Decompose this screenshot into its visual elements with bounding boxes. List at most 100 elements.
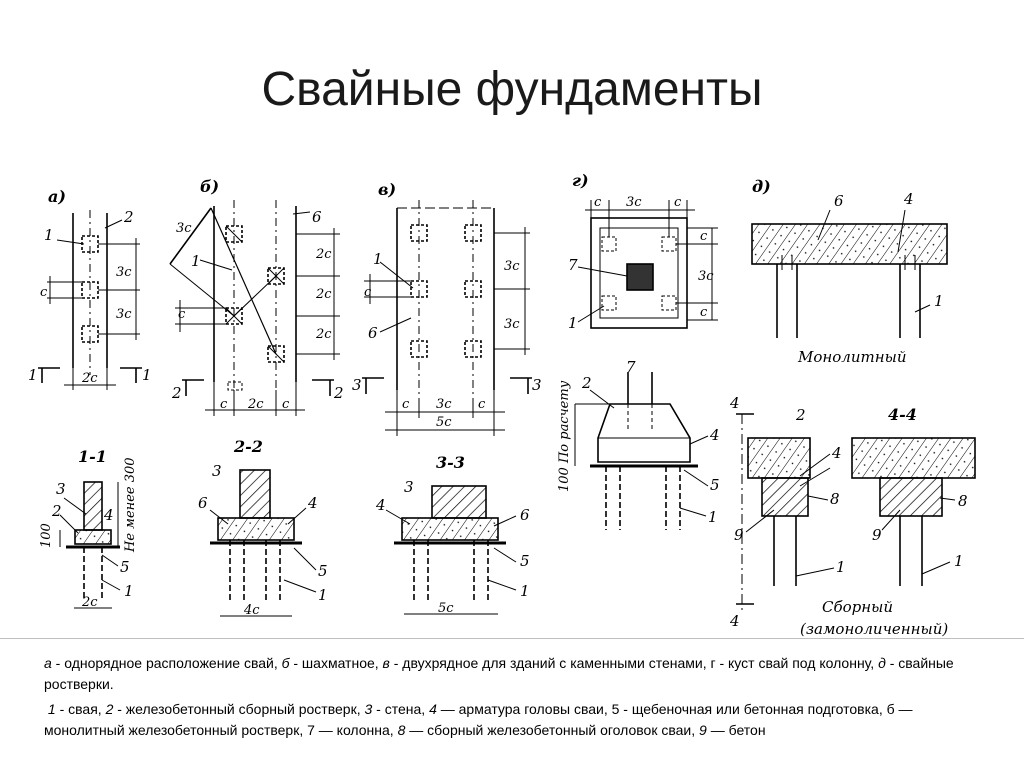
callout-33-6: 6 bbox=[520, 506, 530, 524]
dim-33-5c: 5c bbox=[438, 601, 454, 616]
caption-line-1: а - однорядное расположение свай, б - ша… bbox=[44, 653, 994, 695]
legend-n4: 4 bbox=[429, 701, 437, 717]
dim-g-c-3: c bbox=[700, 229, 708, 244]
cut-mark-prefab-top: 4 bbox=[729, 394, 740, 412]
caption-a: а bbox=[44, 655, 52, 671]
legend-t4: — арматура головы сваи, 5 - щебеночная и… bbox=[44, 701, 913, 738]
cut-mark-b-left: 2 bbox=[171, 384, 182, 402]
dim-g-c-1: c bbox=[594, 195, 602, 210]
panel-b-plan bbox=[169, 200, 340, 416]
legend-t2: - железобетонный сборный ростверк, bbox=[113, 701, 365, 717]
section-label-4-4: 4-4 bbox=[888, 405, 917, 424]
note-monolithic: Монолитный bbox=[797, 348, 907, 366]
callout-22-4: 4 bbox=[307, 494, 318, 512]
dim-11-2c: 2c bbox=[81, 595, 98, 610]
callout-22-6: 6 bbox=[198, 494, 208, 512]
callout-pl-9: 9 bbox=[734, 526, 744, 544]
caption-v: в bbox=[382, 655, 390, 671]
dim-v-3c-2: 3c bbox=[504, 317, 520, 332]
legend-t3: - стена, bbox=[372, 701, 430, 717]
callout-33-5: 5 bbox=[520, 552, 530, 570]
callout-pl-8: 8 bbox=[830, 490, 840, 508]
callout-gs-5: 5 bbox=[710, 476, 720, 494]
dim-v-3c-bottom: 3c bbox=[436, 397, 452, 412]
caption-b: б bbox=[281, 655, 290, 671]
dim-v-c: c bbox=[364, 285, 372, 300]
legend-t1: - свая, bbox=[55, 701, 106, 717]
dim-a-3c-2: 3c bbox=[116, 307, 132, 322]
prefab-section-left bbox=[736, 413, 835, 612]
dim-g-3c-side: 3c bbox=[698, 269, 714, 284]
panel-v-plan bbox=[362, 200, 532, 436]
cut-mark-a-right: 1 bbox=[142, 366, 152, 384]
callout-gs-2: 2 bbox=[581, 374, 592, 392]
dim-11-not-less-300: Не менее 300 bbox=[123, 457, 138, 553]
caption-line-2: 1 - свая, 2 - железобетонный сборный рос… bbox=[44, 699, 994, 741]
callout-22-1: 1 bbox=[318, 586, 328, 604]
callout-a-2: 2 bbox=[123, 208, 134, 226]
dim-gs-by-calc: 100 По расчету bbox=[557, 380, 572, 492]
callout-33-3: 3 bbox=[404, 478, 414, 496]
cut-mark-a-left: 1 bbox=[28, 366, 38, 384]
callout-11-5: 5 bbox=[120, 558, 130, 576]
legend-n8: 8 bbox=[397, 722, 406, 738]
legend-t9: — бетон bbox=[706, 722, 766, 738]
caption-b-text: - шахматное, bbox=[289, 655, 383, 671]
dim-b-2c-2: 2c bbox=[315, 287, 332, 302]
callout-22-5: 5 bbox=[318, 562, 328, 580]
panel-g-plan bbox=[577, 200, 718, 329]
dim-a-2c: 2c bbox=[81, 371, 98, 386]
cut-mark-b-right: 2 bbox=[333, 384, 344, 402]
callout-a-1: 1 bbox=[44, 226, 54, 244]
dim-22-4c: 4c bbox=[243, 603, 260, 618]
callout-pl-4: 4 bbox=[831, 444, 842, 462]
legend-n3: 3 bbox=[364, 701, 373, 717]
dim-v-3c-1: 3c bbox=[504, 259, 520, 274]
panel-label-a: а) bbox=[48, 187, 66, 206]
dim-a-3c-1: 3c bbox=[116, 265, 132, 280]
caption-d-text: - свайные ростверки. bbox=[44, 655, 954, 692]
callout-g-7: 7 bbox=[568, 256, 578, 274]
callout-22-3: 3 bbox=[212, 462, 222, 480]
callout-pr-8: 8 bbox=[958, 492, 968, 510]
dim-v-5c: 5c bbox=[436, 415, 452, 430]
dim-b-3c: 3c bbox=[176, 221, 192, 236]
cut-mark-v-left: 3 bbox=[352, 376, 362, 394]
section-label-2-2: 2-2 bbox=[233, 437, 263, 456]
drawing-labels: а) б) в) г) д) 1-1 2-2 3-3 4-4 1 2 c 3c … bbox=[28, 171, 968, 638]
note-prefab-sub: (замоноличенный) bbox=[800, 620, 948, 638]
prefab-section-right bbox=[851, 437, 976, 586]
callout-11-4: 4 bbox=[103, 506, 114, 524]
panel-label-d: д) bbox=[752, 177, 771, 196]
slide-title: Свайные фундаменты bbox=[261, 63, 763, 116]
callout-d-4: 4 bbox=[903, 190, 914, 208]
dim-b-2c-bottom: 2c bbox=[247, 397, 264, 412]
dim-b-c: c bbox=[178, 307, 186, 322]
section-1-1 bbox=[59, 481, 121, 609]
dim-a-c: c bbox=[40, 285, 48, 300]
panel-label-g: г) bbox=[572, 171, 589, 190]
callout-v-6: 6 bbox=[368, 324, 378, 342]
callout-gs-1: 1 bbox=[708, 508, 718, 526]
caption-a-text: - однорядное расположение свай, bbox=[51, 655, 282, 671]
callout-g-1: 1 bbox=[568, 314, 578, 332]
legend-n2: 2 bbox=[105, 701, 114, 717]
panel-label-v: в) bbox=[378, 180, 396, 199]
dim-v-c-bottom-1: c bbox=[402, 397, 410, 412]
callout-11-1: 1 bbox=[124, 582, 134, 600]
callout-pr-1: 1 bbox=[954, 552, 964, 570]
callout-11-2: 2 bbox=[51, 502, 62, 520]
dim-b-2c-3: 2c bbox=[315, 327, 332, 342]
callout-gs-7: 7 bbox=[626, 358, 636, 376]
callout-33-4: 4 bbox=[375, 496, 386, 514]
cut-mark-v-right: 3 bbox=[532, 376, 542, 394]
note-prefab: Сборный bbox=[822, 598, 893, 616]
legend-n9: 9 bbox=[699, 722, 707, 738]
dim-11-100: 100 bbox=[39, 523, 54, 548]
callout-pr-9: 9 bbox=[872, 526, 882, 544]
callout-v-1: 1 bbox=[373, 250, 383, 268]
callout-pl-1: 1 bbox=[836, 558, 846, 576]
dim-b-2c-1: 2c bbox=[315, 247, 332, 262]
callout-d-1: 1 bbox=[934, 292, 944, 310]
